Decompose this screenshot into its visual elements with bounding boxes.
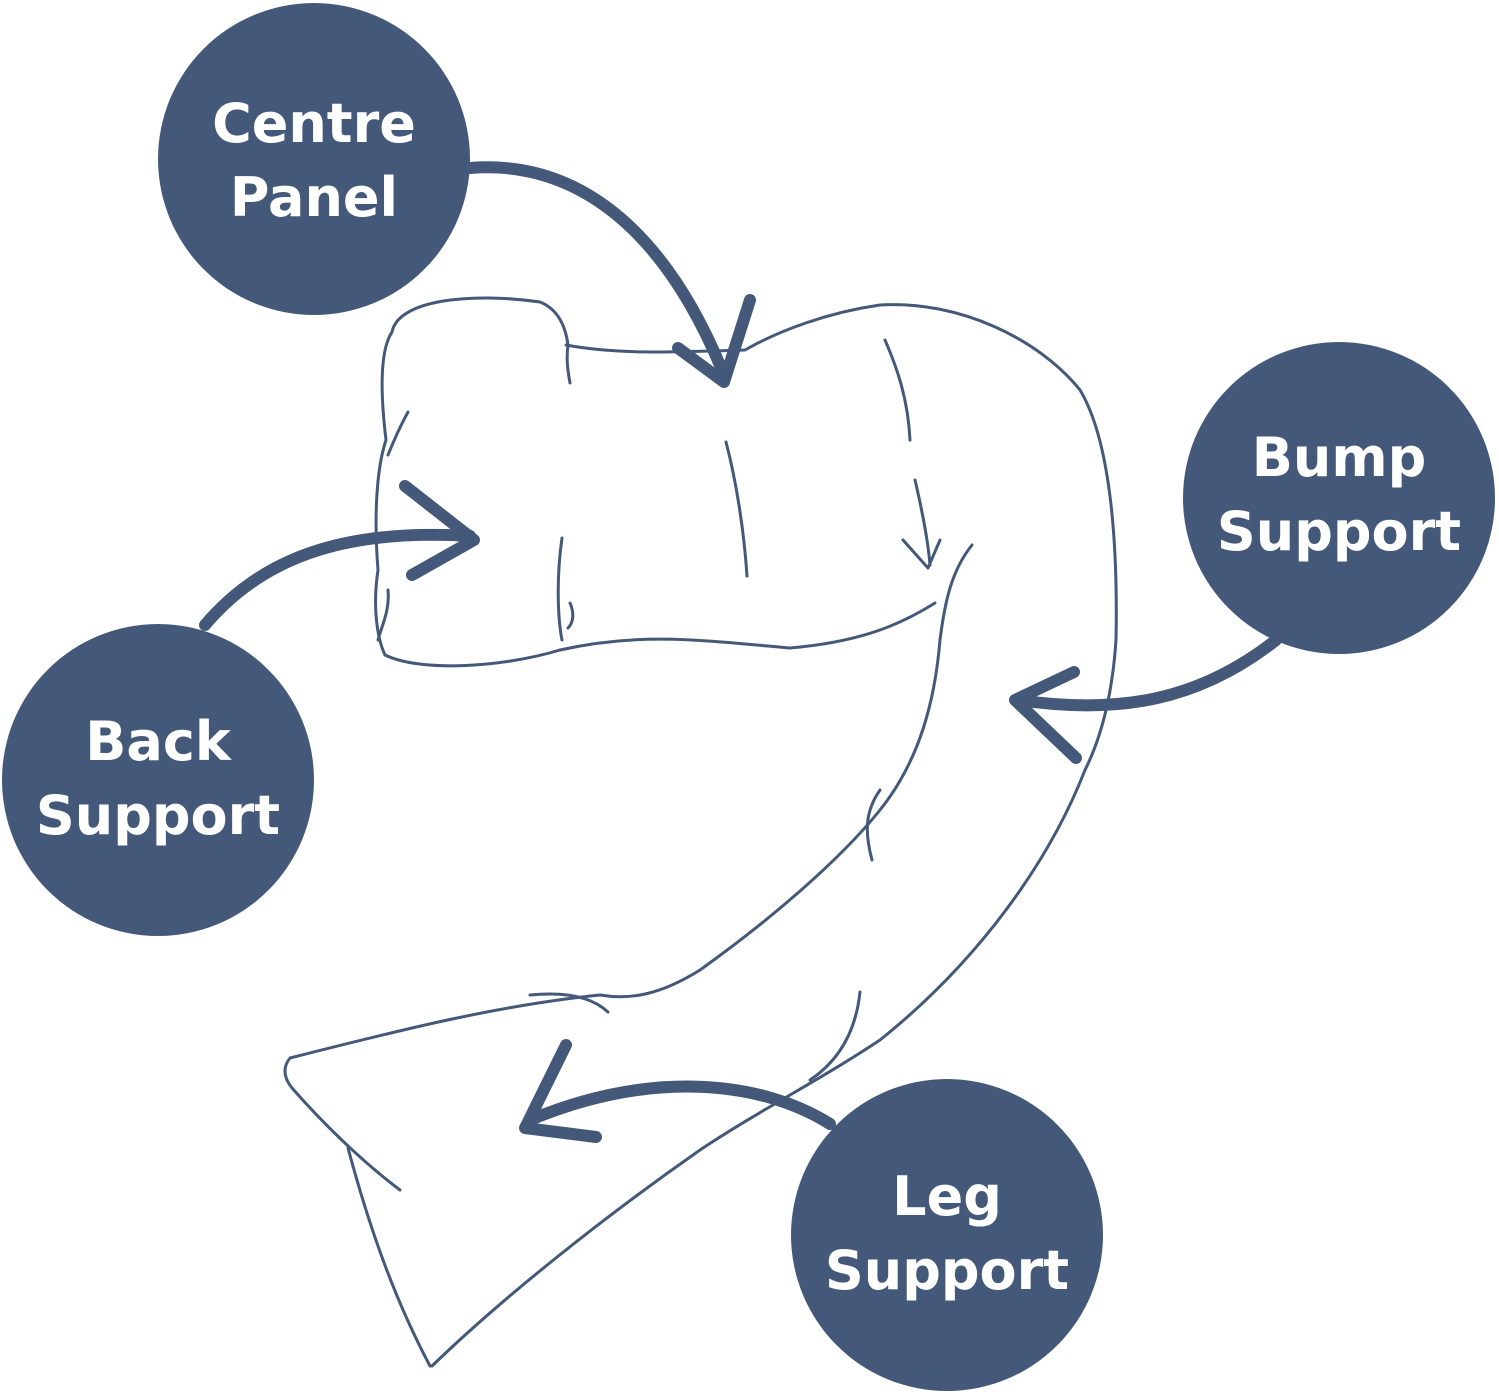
bump-support-inner-seam: [865, 478, 942, 862]
leg-support-arrowhead: [519, 1039, 602, 1143]
back-support-label-line2: Support: [36, 784, 280, 847]
back-support-arrowhead: [399, 480, 480, 581]
centre-panel-label-line2: Panel: [230, 166, 398, 229]
pregnancy-pillow-sketch: [283, 296, 1118, 1368]
bump-support-arrowhead: [1009, 666, 1082, 764]
bump-support-circle: [1183, 342, 1495, 654]
bump-support-inner-edge: [598, 543, 974, 999]
bump-support-label-line1: Bump: [1252, 426, 1427, 489]
leg-support-circle: [791, 1079, 1103, 1391]
centre-panel-bubble: Centre Panel: [158, 3, 470, 315]
leg-support-bubble: Leg Support: [791, 1079, 1103, 1391]
back-support-circle: [2, 624, 314, 936]
leg-support-arrow: [524, 1080, 836, 1130]
back-support-side-seam: [376, 410, 575, 642]
centre-panel-lines: [558, 338, 937, 652]
leg-support-outline: [283, 993, 602, 1368]
leg-support-label-line1: Leg: [892, 1165, 1002, 1228]
back-support-top-seam: [564, 303, 1082, 392]
centre-panel-arrowhead: [672, 294, 756, 388]
centre-panel-arrow: [464, 161, 728, 376]
pointer-arrows: [199, 161, 1282, 1143]
bump-support-bubble: Bump Support: [1183, 342, 1495, 654]
centre-panel-circle: [158, 3, 470, 315]
bump-support-arrow: [1012, 634, 1282, 712]
back-support-bubble: Back Support: [2, 624, 314, 936]
back-support-arrow: [199, 528, 476, 631]
bump-support-outline: [430, 388, 1118, 1368]
leg-support-seam: [528, 990, 862, 1082]
back-support-label-line1: Back: [85, 710, 232, 773]
bump-support-label-line2: Support: [1217, 500, 1461, 563]
leg-support-label-line2: Support: [825, 1239, 1069, 1302]
centre-panel-label-line1: Centre: [212, 92, 416, 155]
back-support-outline: [374, 296, 572, 668]
